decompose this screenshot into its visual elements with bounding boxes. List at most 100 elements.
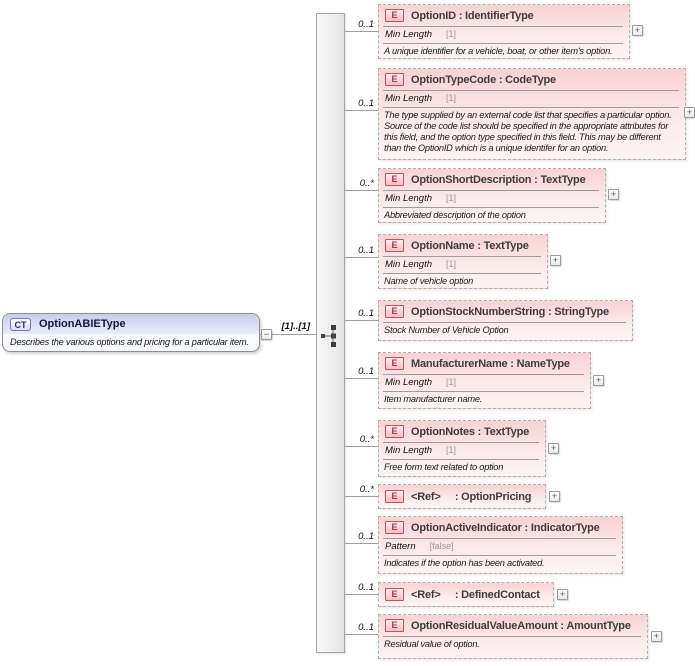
expand-button[interactable]: +	[550, 255, 561, 266]
root-connector-line	[260, 334, 316, 335]
separator	[383, 43, 623, 44]
facet-name: Pattern	[385, 541, 416, 552]
element-optionnotes[interactable]: E OptionNotes : TextType Min Length [1] Fr…	[378, 420, 546, 477]
complex-type-header: CT OptionABIEType	[3, 314, 259, 334]
facet-value: [1]	[446, 259, 457, 269]
element-title: OptionID : IdentifierType	[411, 9, 534, 22]
element-icon: E	[385, 173, 404, 186]
connector-line	[344, 110, 378, 111]
element-title: OptionNotes : TextType	[411, 425, 530, 438]
expand-button[interactable]: +	[608, 189, 619, 200]
separator	[383, 107, 679, 108]
complex-type-name: OptionABIEType	[39, 318, 126, 330]
element-title: OptionResidualValueAmount : AmountType	[411, 619, 631, 632]
element-description: Free form text related to option	[384, 462, 504, 472]
element-optionname[interactable]: E OptionName : TextType Min Length [1] Nam…	[378, 234, 548, 289]
facet-name: Min Length	[385, 259, 433, 270]
connector-line	[344, 634, 378, 635]
cardinality-label: 0..*	[359, 484, 374, 495]
connector-line	[344, 190, 378, 191]
element-icon: E	[385, 425, 404, 438]
expand-button[interactable]: +	[684, 107, 695, 118]
cardinality-label: 0..*	[359, 434, 374, 445]
element-description: A unique identifier for a vehicle, boat,…	[384, 46, 613, 56]
expand-button[interactable]: +	[593, 375, 604, 386]
element-title: <Ref> : DefinedContact	[411, 588, 540, 601]
connector-line	[344, 594, 378, 595]
element-icon: E	[385, 588, 404, 601]
separator	[383, 26, 623, 27]
element-title: OptionShortDescription : TextType	[411, 173, 586, 186]
separator	[383, 636, 641, 637]
complex-type-icon: CT	[10, 317, 31, 331]
connector-line	[344, 378, 378, 379]
cardinality-label: 0..1	[358, 19, 374, 30]
element-description: Indicates if the option has been activat…	[384, 558, 545, 568]
cardinality-label: 0..1	[358, 531, 374, 542]
separator	[383, 555, 616, 556]
element-ref-optionpricing[interactable]: E <Ref> : OptionPricing	[378, 484, 546, 509]
cardinality-label: 0..1	[358, 98, 374, 109]
element-icon: E	[385, 619, 404, 632]
facet-value: [false]	[429, 541, 454, 551]
element-icon: E	[385, 239, 404, 252]
root-cardinality-label: [1]..[1]	[281, 321, 311, 332]
facet-value: [1]	[446, 29, 457, 39]
element-title: ManufacturerName : NameType	[411, 357, 570, 370]
sequence-icon	[321, 325, 336, 347]
facet-value: [1]	[446, 193, 457, 203]
connector-line	[344, 543, 378, 544]
element-icon: E	[385, 490, 404, 503]
facet-value: [1]	[446, 445, 457, 455]
cardinality-label: 0..*	[359, 178, 374, 189]
cardinality-label: 0..1	[358, 582, 374, 593]
facet-name: Min Length	[385, 445, 433, 456]
element-ref-definedcontact[interactable]: E <Ref> : DefinedContact	[378, 582, 554, 607]
element-title: <Ref> : OptionPricing	[411, 490, 532, 503]
facet-name: Min Length	[385, 377, 433, 388]
expand-button[interactable]: +	[549, 491, 560, 502]
element-description: Item manufacturer name.	[384, 394, 483, 404]
cardinality-label: 0..1	[358, 366, 374, 377]
separator	[383, 538, 616, 539]
facet-name: Min Length	[385, 29, 433, 40]
element-icon: E	[385, 73, 404, 86]
separator	[383, 256, 541, 257]
element-description: Abbreviated description of the option	[384, 210, 526, 220]
element-title: OptionStockNumberString : StringType	[411, 305, 609, 318]
element-icon: E	[385, 305, 404, 318]
connector-line	[344, 496, 378, 497]
element-icon: E	[385, 521, 404, 534]
collapse-toggle[interactable]: −	[261, 329, 272, 340]
element-icon: E	[385, 357, 404, 370]
element-description: Name of vehicle option	[384, 276, 474, 286]
separator	[383, 90, 679, 91]
element-title: OptionActiveIndicator : IndicatorType	[411, 521, 600, 534]
connector-line	[344, 257, 378, 258]
element-icon: E	[385, 9, 404, 22]
expand-button[interactable]: +	[557, 589, 568, 600]
element-optionstocknumberstring[interactable]: E OptionStockNumberString : StringType St…	[378, 300, 633, 341]
complex-type-box[interactable]: CT OptionABIEType Describes the various …	[2, 313, 260, 352]
separator	[383, 442, 539, 443]
element-description: The type supplied by an external code li…	[384, 110, 672, 153]
cardinality-label: 0..1	[358, 622, 374, 633]
element-title: OptionName : TextType	[411, 239, 529, 252]
element-optionactiveindicator[interactable]: E OptionActiveIndicator : IndicatorType P…	[378, 516, 623, 574]
element-optionid[interactable]: E OptionID : IdentifierType Min Length [1]…	[378, 4, 630, 59]
connector-line	[344, 446, 378, 447]
complex-type-description: Describes the various options and pricin…	[10, 337, 249, 347]
facet-name: Min Length	[385, 193, 433, 204]
element-description: Stock Number of Vehicle Option	[384, 325, 509, 335]
element-optionshortdescription[interactable]: E OptionShortDescription : TextType Min L…	[378, 168, 606, 223]
expand-button[interactable]: +	[632, 25, 643, 36]
expand-button[interactable]: +	[548, 443, 559, 454]
separator	[383, 273, 541, 274]
separator	[383, 459, 539, 460]
expand-button[interactable]: +	[651, 631, 662, 642]
sequence-compositor-bar[interactable]	[316, 13, 345, 653]
